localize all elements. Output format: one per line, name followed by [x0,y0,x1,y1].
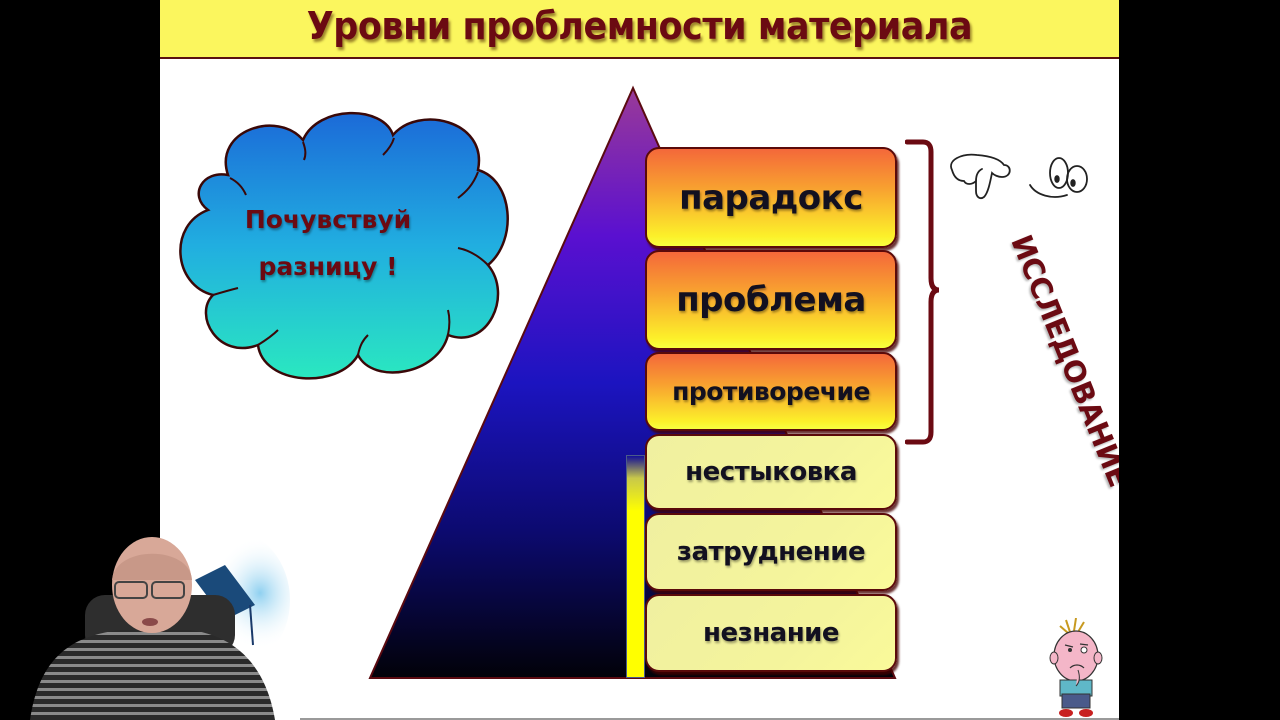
presentation-slide: Уровни проблемности материала Почу [160,0,1119,720]
googly-eyes-face-icon [1029,157,1088,198]
cloud-text: Почувствуй разницу ! [228,196,428,290]
level-difficulty: затруднение [645,513,897,591]
level-label: нестыковка [685,457,857,487]
thinking-boy-icon [1049,618,1103,717]
curly-bracket-icon [905,139,940,445]
level-label: парадокс [679,177,863,218]
presenter-video-icon [0,520,300,720]
level-problem: проблема [645,250,897,350]
slide-title: Уровни проблемности материала [306,4,973,48]
level-label: затруднение [676,537,866,567]
level-label: проблема [676,280,866,320]
level-paradox: парадокс [645,147,897,248]
level-contradiction: противоречие [645,352,897,431]
thought-cloud: Почувствуй разницу ! [168,100,518,385]
cloud-text-line2: разницу ! [258,252,398,281]
presenter-webcam-overlay [0,520,300,720]
level-label: противоречие [672,377,870,406]
level-indicator-bar [626,455,645,678]
level-ignorance: незнание [645,594,897,672]
level-label: незнание [702,618,840,648]
pointing-hand-icon [950,153,1088,200]
title-band: Уровни проблемности материала [160,0,1119,59]
cloud-shape-icon [179,111,509,380]
level-mismatch: нестыковка [645,434,897,510]
cloud-text-line1: Почувствуй [244,205,412,234]
